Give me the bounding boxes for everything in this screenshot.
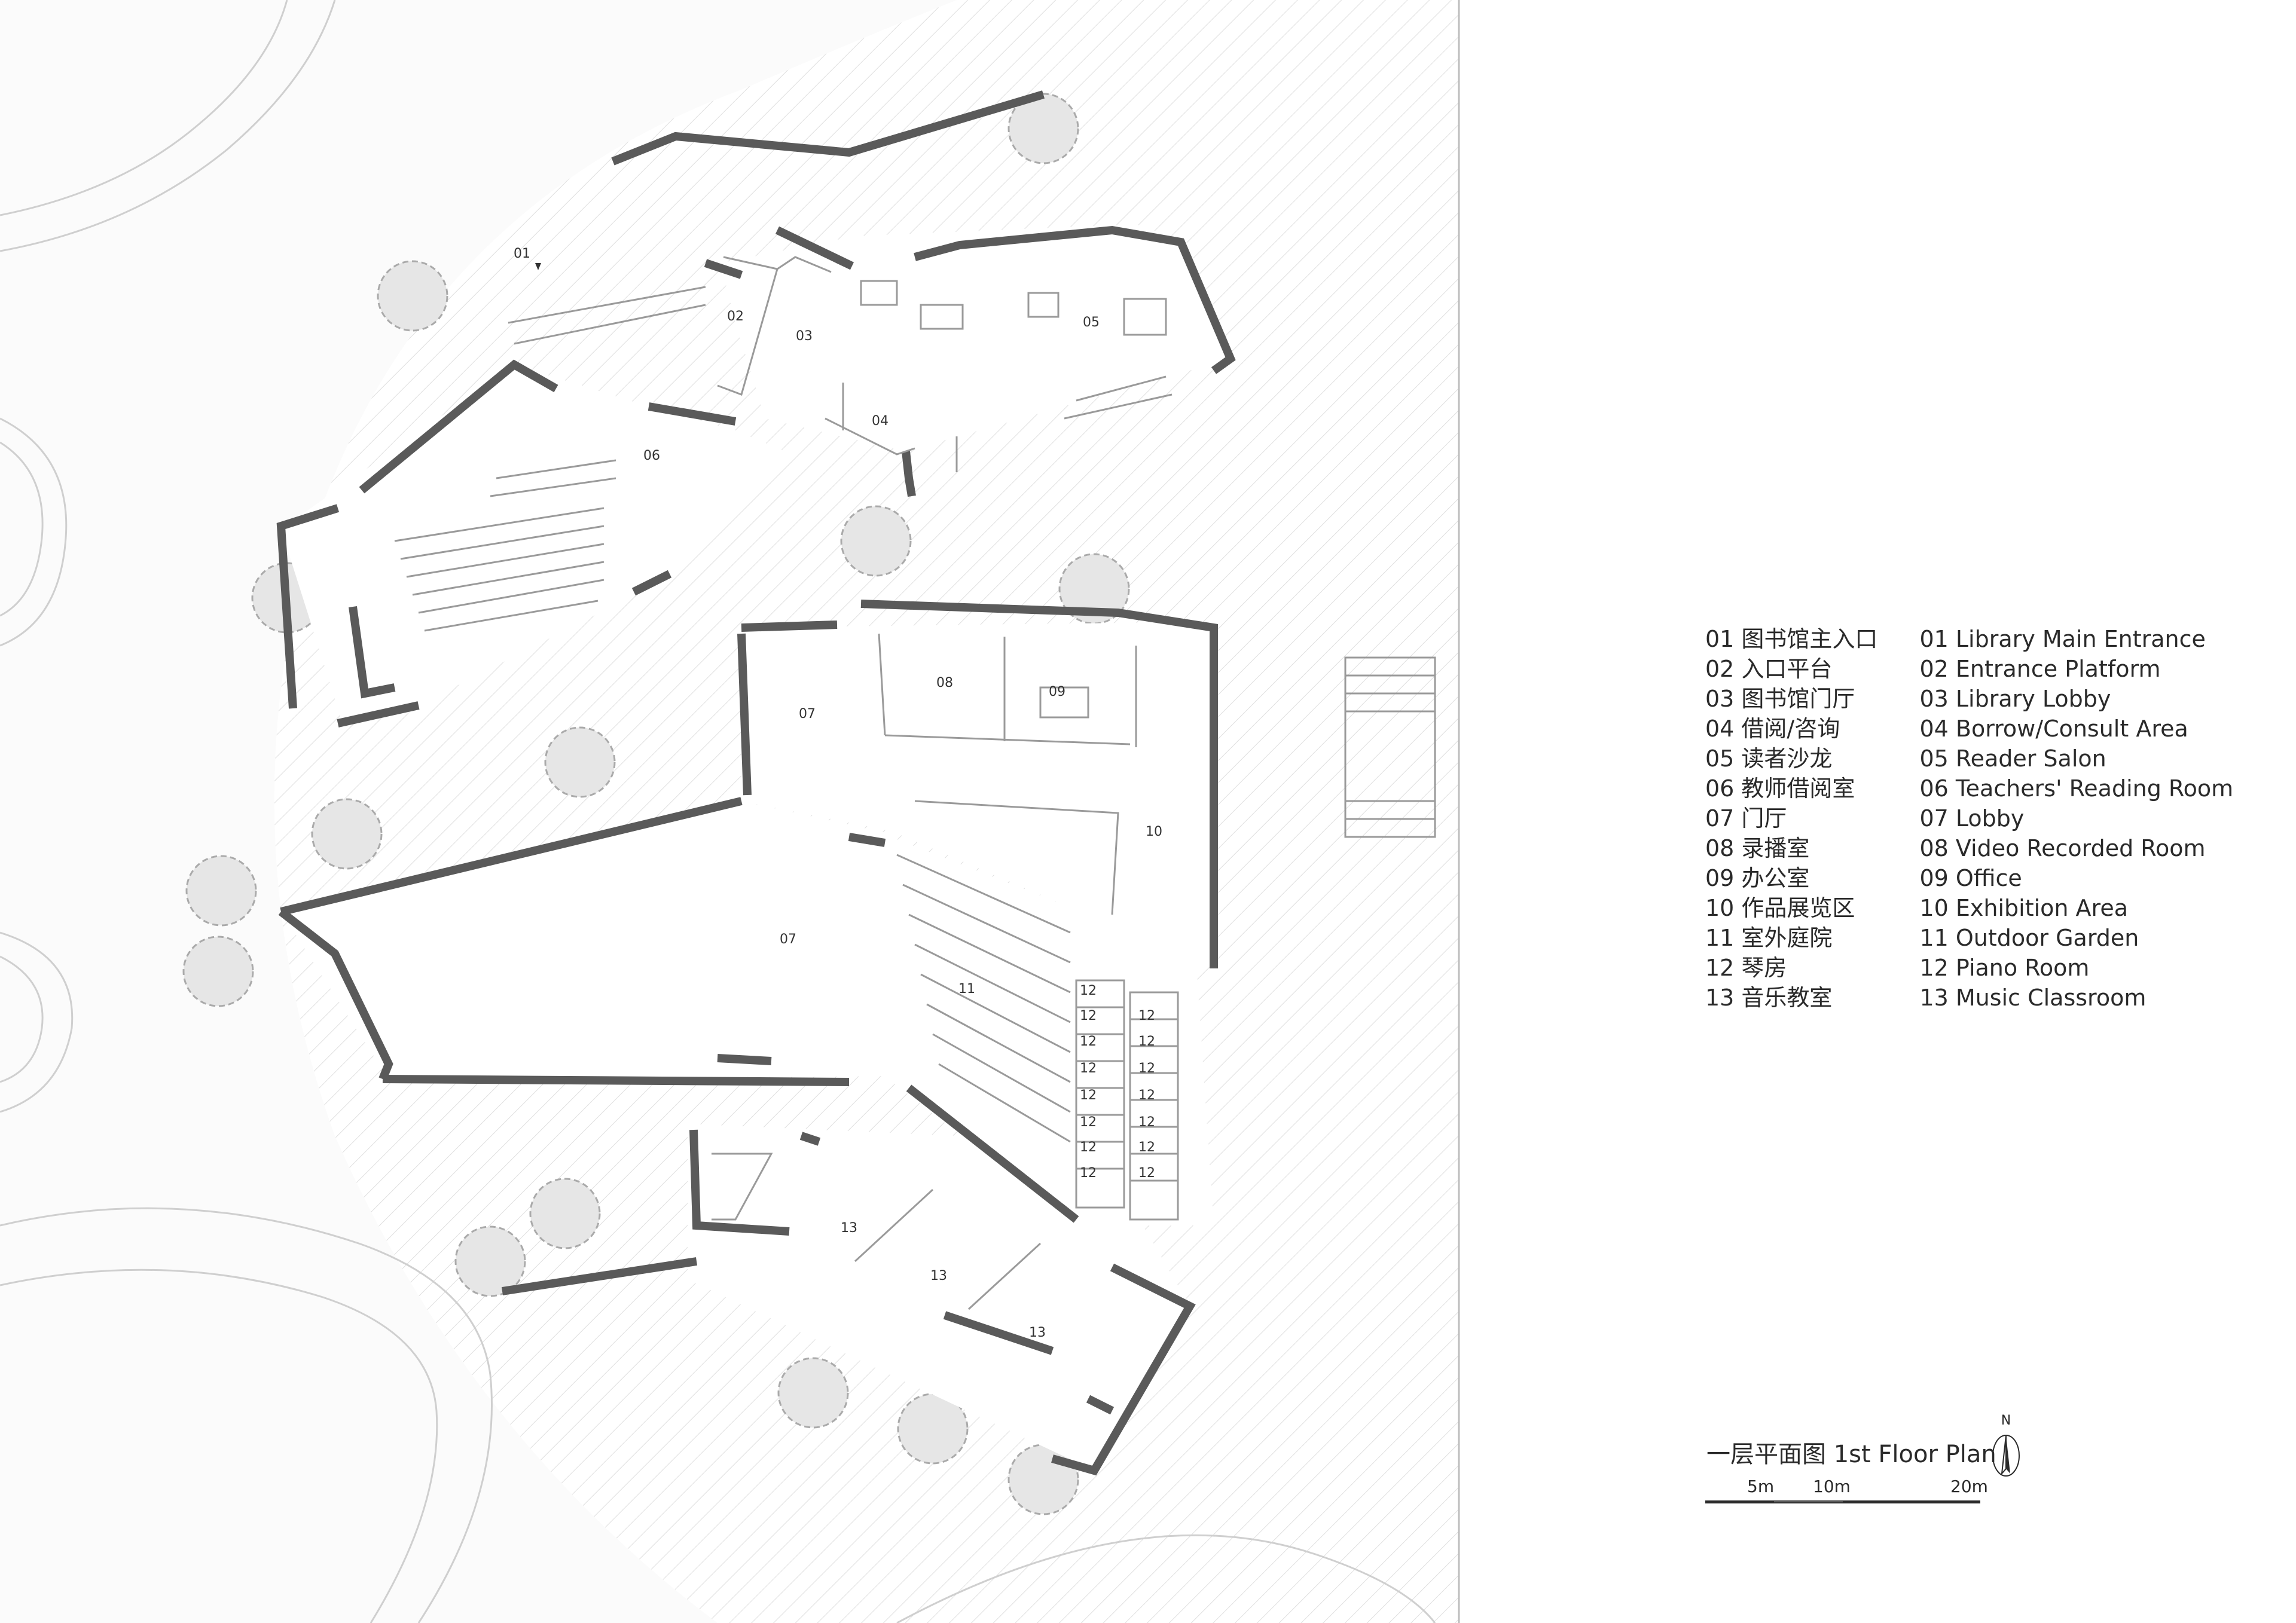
legend-item: 01 图书馆主入口 bbox=[1705, 626, 1878, 652]
scale-segment bbox=[1774, 1500, 1843, 1503]
legend-item: 06 Teachers' Reading Room bbox=[1919, 775, 2234, 802]
room-label-13: 13 bbox=[930, 1269, 947, 1283]
entrance-marker: 01 bbox=[514, 246, 541, 270]
room-label-12: 12 bbox=[1138, 1140, 1155, 1155]
legend-item: 11 室外庭院 bbox=[1705, 925, 1833, 951]
legend-item: 05 Reader Salon bbox=[1919, 745, 2106, 772]
legend-item: 03 图书馆门厅 bbox=[1705, 686, 1855, 712]
room-label-12: 12 bbox=[1138, 1115, 1155, 1130]
contour-lines bbox=[0, 0, 1436, 1623]
north-arrow-icon: N bbox=[1992, 1414, 2020, 1477]
entrance-marker-label: 01 bbox=[514, 246, 530, 261]
room-label-06: 06 bbox=[643, 448, 660, 463]
scale-label-5m: 5m bbox=[1747, 1477, 1775, 1496]
room-label-05: 05 bbox=[1083, 315, 1100, 330]
room-label-07-lower: 07 bbox=[780, 932, 796, 947]
legend-item: 10 Exhibition Area bbox=[1919, 895, 2129, 921]
legend-item: 11 Outdoor Garden bbox=[1919, 925, 2139, 951]
legend-item: 03 Library Lobby bbox=[1919, 686, 2111, 712]
legend-item: 08 Video Recorded Room bbox=[1919, 835, 2206, 861]
legend-item: 06 教师借阅室 bbox=[1705, 775, 1855, 802]
legend-item: 07 门厅 bbox=[1705, 805, 1787, 832]
legend-item: 09 Office bbox=[1919, 865, 2022, 891]
room-label-11: 11 bbox=[958, 982, 975, 997]
room-label-08: 08 bbox=[936, 676, 953, 690]
scale-bar: 5m 10m 20m bbox=[1705, 1477, 1988, 1503]
room-label-12: 12 bbox=[1080, 1166, 1097, 1181]
room-label-12: 12 bbox=[1138, 1166, 1155, 1181]
legend-item: 07 Lobby bbox=[1919, 805, 2025, 832]
legend-item: 04 Borrow/Consult Area bbox=[1919, 716, 2188, 742]
legend-item: 12 琴房 bbox=[1705, 955, 1787, 981]
scale-label-20m: 20m bbox=[1950, 1477, 1988, 1496]
scale-segment bbox=[1705, 1500, 1774, 1503]
legend-item: 08 录播室 bbox=[1705, 835, 1810, 861]
legend-chinese-column: 01 图书馆主入口 02 入口平台 03 图书馆门厅 04 借阅/咨询 05 读… bbox=[1705, 624, 1877, 1013]
legend-item: 01 Library Main Entrance bbox=[1919, 626, 2206, 652]
room-label-02: 02 bbox=[727, 309, 744, 324]
legend-item: 02 Entrance Platform bbox=[1919, 656, 2161, 682]
room-labels: 02 03 04 05 06 07 08 09 10 07 11 12 12 1… bbox=[643, 309, 1162, 1340]
scale-segment bbox=[1843, 1500, 1980, 1503]
legend-item: 09 办公室 bbox=[1705, 865, 1810, 891]
north-label: N bbox=[2001, 1414, 2011, 1428]
room-legend: 01 图书馆主入口 02 入口平台 03 图书馆门厅 04 借阅/咨询 05 读… bbox=[1705, 624, 2233, 1013]
legend-item: 12 Piano Room bbox=[1919, 955, 2090, 981]
room-label-13: 13 bbox=[841, 1221, 857, 1236]
room-label-12: 12 bbox=[1080, 983, 1097, 998]
room-label-12: 12 bbox=[1080, 1088, 1097, 1103]
plan-title: 一层平面图 1st Floor Plan bbox=[1706, 1441, 1996, 1468]
legend-item: 13 Music Classroom bbox=[1919, 985, 2147, 1011]
legend-item: 10 作品展览区 bbox=[1705, 895, 1855, 921]
room-label-12: 12 bbox=[1138, 1088, 1155, 1103]
room-label-10: 10 bbox=[1146, 824, 1162, 839]
room-label-07-upper: 07 bbox=[799, 707, 816, 722]
legend-item: 02 入口平台 bbox=[1705, 656, 1833, 682]
room-label-12: 12 bbox=[1080, 1008, 1097, 1023]
interior-linework bbox=[394, 256, 1436, 1310]
building-walls bbox=[276, 90, 1236, 1476]
legend-english-column: 01 Library Main Entrance 02 Entrance Pla… bbox=[1919, 624, 2233, 1013]
room-label-12: 12 bbox=[1080, 1115, 1097, 1130]
legend-item: 05 读者沙龙 bbox=[1705, 745, 1833, 772]
scale-label-10m: 10m bbox=[1813, 1477, 1851, 1496]
trees bbox=[182, 93, 1130, 1515]
room-label-12: 12 bbox=[1080, 1140, 1097, 1155]
room-label-13: 13 bbox=[1029, 1325, 1046, 1340]
room-label-12: 12 bbox=[1080, 1034, 1097, 1049]
room-label-12: 12 bbox=[1138, 1034, 1155, 1049]
room-label-12: 12 bbox=[1138, 1061, 1155, 1076]
legend-item: 13 音乐教室 bbox=[1705, 985, 1833, 1011]
room-label-12: 12 bbox=[1138, 1008, 1155, 1023]
room-label-12: 12 bbox=[1080, 1061, 1097, 1076]
room-label-04: 04 bbox=[872, 414, 889, 429]
legend-item: 04 借阅/咨询 bbox=[1705, 716, 1840, 742]
room-label-09: 09 bbox=[1049, 684, 1065, 699]
room-label-03: 03 bbox=[796, 329, 813, 344]
